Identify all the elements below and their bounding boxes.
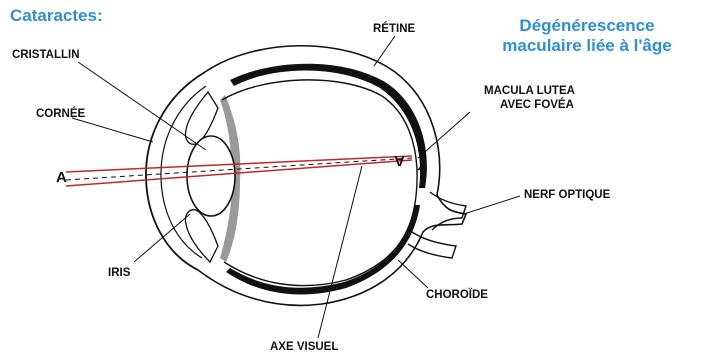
- label-macula: MACULA LUTEA AVEC FOVÉA: [484, 84, 575, 112]
- eyeball-inner: [222, 80, 417, 286]
- leader-nerf: [464, 196, 520, 214]
- label-choroide: CHOROÏDE: [426, 288, 488, 302]
- amd-title: Dégénérescence maculaire liée à l'âge: [478, 16, 696, 56]
- amd-title-line-2: maculaire liée à l'âge: [478, 36, 696, 56]
- label-macula-line-2: AVEC FOVÉA: [484, 98, 575, 112]
- leader-cornee: [72, 118, 153, 142]
- choroid-layer: [226, 205, 420, 295]
- leader-axe-visuel: [318, 166, 362, 338]
- iris-lower: [185, 210, 218, 262]
- leader-iris: [134, 214, 190, 262]
- label-nerf-optique: NERF OPTIQUE: [524, 188, 610, 202]
- label-retine: RÉTINE: [373, 22, 415, 36]
- leader-macula: [418, 112, 470, 158]
- cataract-title: Cataractes:: [10, 6, 103, 26]
- amd-title-line-1: Dégénérescence: [478, 16, 696, 36]
- retina-layer: [230, 64, 427, 188]
- optic-nerve-lower: [408, 232, 456, 258]
- label-cristallin: CRISTALLIN: [12, 48, 80, 62]
- leader-retine: [374, 36, 395, 66]
- leader-choroide: [398, 260, 428, 288]
- label-axe-visuel: AXE VISUEL: [270, 340, 338, 354]
- image-point-a-inverted: A: [394, 152, 405, 168]
- label-macula-line-1: MACULA LUTEA: [484, 84, 575, 98]
- label-iris: IRIS: [108, 266, 130, 280]
- object-point-a: A: [56, 170, 67, 186]
- label-cornee: CORNÉE: [36, 107, 85, 121]
- leader-cristallin: [78, 62, 206, 150]
